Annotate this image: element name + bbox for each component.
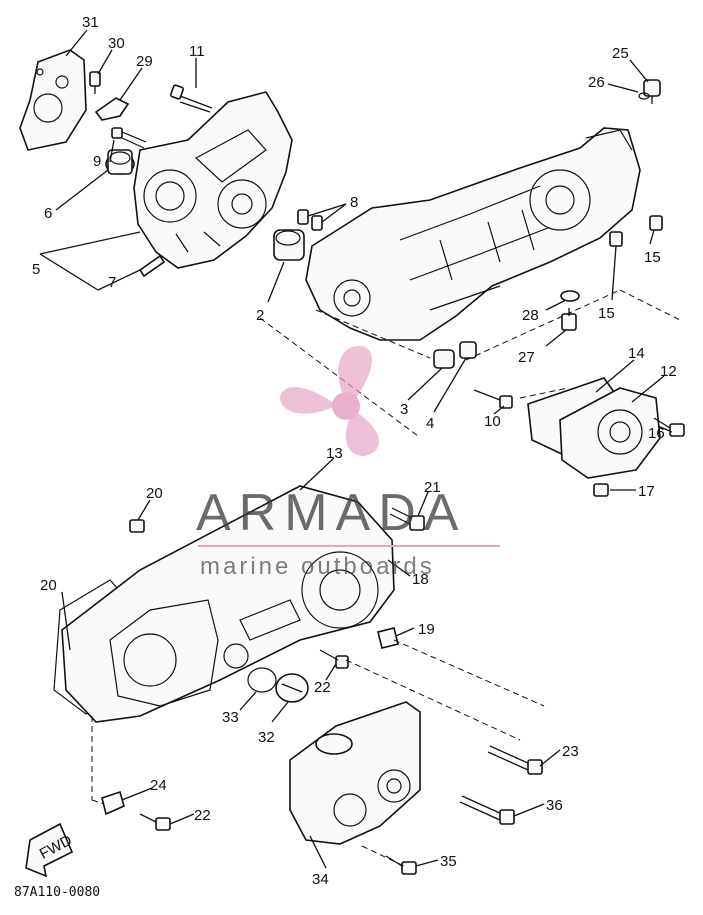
plate-29 (94, 97, 130, 121)
callout-17: 17 (638, 483, 655, 500)
watermark-title: ARMADA (196, 484, 466, 542)
callout-12: 12 (660, 363, 677, 380)
collar-3-pin-4 (433, 341, 477, 369)
bolt-9 (111, 127, 147, 149)
drawing-code: 87A110-0080 (14, 885, 100, 900)
callout-11: 11 (189, 43, 205, 60)
callout-22-upper: 22 (314, 679, 331, 696)
bolt-17 (593, 483, 609, 497)
callout-6: 6 (44, 205, 52, 222)
bolt-22-upper (319, 649, 349, 669)
clip-24 (101, 790, 125, 816)
callout-22-lower: 22 (194, 807, 211, 824)
callout-23: 23 (562, 743, 579, 760)
callout-34: 34 (312, 871, 329, 888)
callout-33: 33 (222, 709, 239, 726)
callout-31: 31 (82, 14, 99, 31)
callout-25: 25 (612, 45, 629, 62)
crankcase-right (305, 127, 641, 341)
bush-6 (105, 149, 135, 175)
callout-16: 16 (648, 425, 665, 442)
bolt-36 (459, 795, 515, 825)
bush-2 (273, 229, 305, 261)
callout-20-lower: 20 (40, 577, 57, 594)
washer-28-plug-27 (560, 290, 580, 331)
callout-29: 29 (136, 53, 153, 70)
callout-15-upper: 15 (644, 249, 661, 266)
watermark-subtitle: marine outboards (200, 553, 435, 580)
fwd-arrow-icon: FWD (25, 822, 75, 878)
callout-28: 28 (522, 307, 539, 324)
leader-lines (39, 29, 681, 869)
callout-21: 21 (424, 479, 441, 496)
callout-3: 3 (400, 401, 408, 418)
pin-15-upper (649, 215, 663, 231)
cover-12 (559, 387, 661, 479)
crankcase-left (133, 91, 293, 269)
callout-26: 26 (588, 74, 605, 91)
callout-30: 30 (108, 35, 125, 52)
cover-34 (289, 701, 421, 845)
callout-27: 27 (518, 349, 535, 366)
cap-32 (275, 673, 309, 703)
callout-7: 7 (108, 274, 116, 291)
gasket-31 (19, 49, 87, 151)
armada-logo-icon (280, 345, 379, 456)
callout-32: 32 (258, 729, 275, 746)
callout-19: 19 (418, 621, 435, 638)
bolt-10 (473, 389, 513, 409)
callout-5: 5 (32, 261, 40, 278)
callout-20-upper: 20 (146, 485, 163, 502)
callout-15-lower: 15 (598, 305, 615, 322)
callout-36: 36 (546, 797, 563, 814)
callout-10: 10 (484, 413, 501, 430)
bolt-23 (487, 745, 543, 775)
callout-2: 2 (256, 307, 264, 324)
bolt-25-washer-26 (638, 79, 661, 104)
bolt-16 (653, 417, 685, 437)
callout-35: 35 (440, 853, 457, 870)
bolt-22-lower (139, 813, 171, 831)
oring-33 (247, 667, 277, 693)
bolt-11 (170, 84, 213, 113)
dowel-20-upper (129, 519, 145, 533)
stud-7 (138, 254, 166, 278)
callout-8: 8 (350, 194, 358, 211)
callout-4: 4 (426, 415, 434, 432)
dowel-pins-8 (297, 209, 323, 231)
bolt-21 (389, 507, 425, 531)
watermark: ARMADA marine outboards (196, 484, 500, 580)
callout-numbers: 31 30 29 11 9 8 6 5 7 2 25 26 15 15 28 2… (32, 14, 677, 888)
screw-30 (89, 71, 101, 94)
callout-14: 14 (628, 345, 645, 362)
callout-18: 18 (412, 571, 429, 588)
callout-13: 13 (326, 445, 343, 462)
pin-15-lower (609, 231, 623, 247)
callout-24: 24 (150, 777, 167, 794)
plug-19 (377, 627, 399, 649)
bolt-35 (385, 855, 417, 875)
callout-9: 9 (93, 153, 101, 170)
